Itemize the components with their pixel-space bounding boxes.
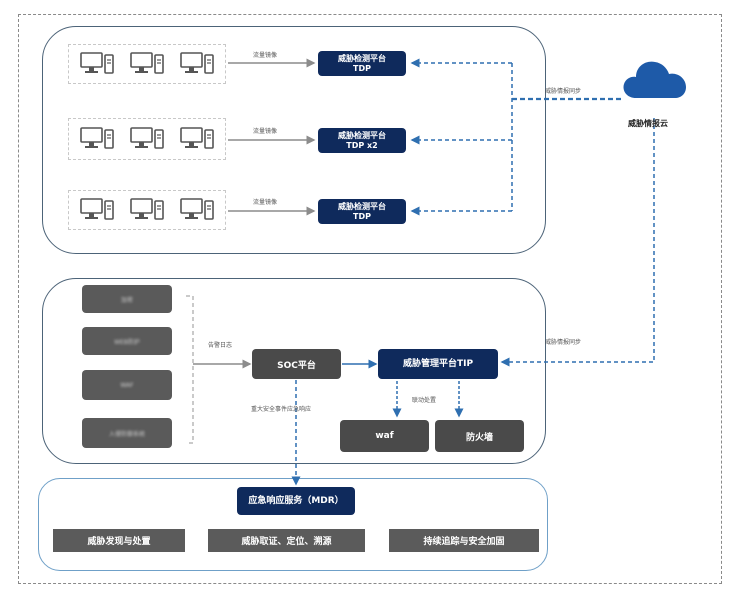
endpoint-group-2 (68, 118, 226, 160)
mirror-label: 流量镜像 (253, 199, 278, 206)
computer-icon (180, 198, 214, 220)
tdp-box-3[interactable]: 威胁检测平台 TDP (318, 199, 406, 224)
waf-box[interactable]: waf (340, 420, 429, 452)
mirror-label: 流量镜像 (253, 52, 278, 59)
mdr-item-3[interactable]: 持续追踪与安全加固 (389, 529, 539, 552)
source-box-1[interactable]: 加密 (82, 285, 172, 313)
firewall-box[interactable]: 防火墙 (435, 420, 524, 452)
source-box-4[interactable]: 入侵防御系统 (82, 418, 172, 448)
computer-icon (130, 52, 164, 74)
computer-icon (130, 198, 164, 220)
source-box-2[interactable]: WEB防护 (82, 327, 172, 355)
tdp-box-title: 威胁检测平台 (338, 130, 386, 140)
tdp-box-title: 威胁检测平台 (338, 201, 386, 211)
cloud-label: 威胁情报云 (628, 119, 668, 128)
computer-icon (180, 52, 214, 74)
computer-icon (130, 127, 164, 149)
computer-icon (180, 127, 214, 149)
cloud-to-tip (500, 118, 655, 367)
tip-platform-box[interactable]: 威胁管理平台TIP (378, 349, 498, 379)
mdr-item-2[interactable]: 威胁取证、定位、溯源 (208, 529, 365, 552)
source-label: 入侵防御系统 (108, 430, 145, 438)
mdr-title-box[interactable]: 应急响应服务（MDR） (237, 487, 355, 515)
linkage-label: 联动处置 (412, 397, 437, 404)
endpoint-group-3 (68, 190, 226, 230)
source-box-3[interactable]: WAF (82, 370, 172, 400)
tdp-box-1[interactable]: 威胁检测平台 TDP (318, 51, 406, 76)
computer-icon (80, 198, 114, 220)
incident-response-label: 重大安全事件应急响应 (251, 406, 312, 413)
source-label: WAF (120, 381, 134, 389)
tdp-box-subtitle: TDP x2 (346, 140, 378, 150)
alert-log-label: 告警日志 (208, 342, 233, 349)
computer-icon (80, 127, 114, 149)
endpoint-group-1 (68, 44, 226, 84)
outer-frame (18, 14, 722, 584)
intel-sync-label: 威胁情报同步 (545, 88, 582, 95)
cloud-icon (623, 61, 686, 98)
source-label: WEB防护 (114, 338, 140, 346)
computer-icon (80, 52, 114, 74)
tdp-box-subtitle: TDP (353, 211, 371, 221)
mirror-label: 流量镜像 (253, 128, 278, 135)
tdp-box-2[interactable]: 威胁检测平台 TDP x2 (318, 128, 406, 153)
soc-platform-box[interactable]: SOC平台 (252, 349, 341, 379)
tdp-box-title: 威胁检测平台 (338, 53, 386, 63)
source-bracket (186, 295, 194, 444)
source-label: 加密 (120, 296, 133, 304)
tdp-box-subtitle: TDP (353, 63, 371, 73)
intel-sync-label: 威胁情报同步 (545, 339, 582, 346)
mdr-item-1[interactable]: 威胁发现与处置 (53, 529, 185, 552)
